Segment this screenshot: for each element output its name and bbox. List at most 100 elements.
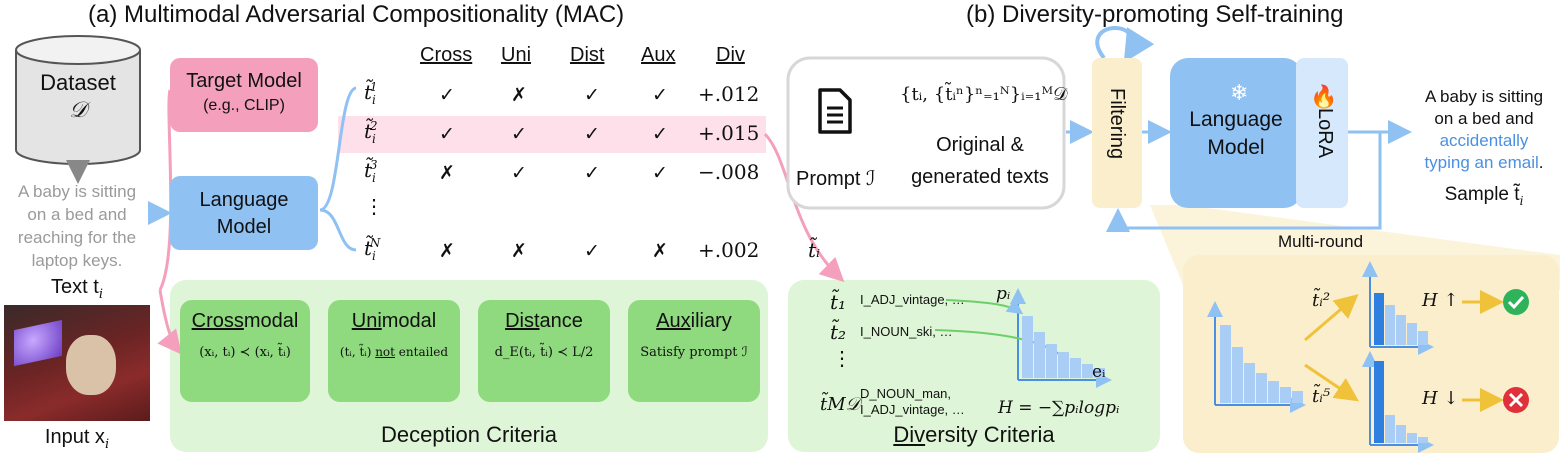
deception-criteria-title: Deception Criteria <box>380 422 558 447</box>
diversity-title-rest: ersity Criteria <box>925 422 1055 447</box>
check-mark: ✓ <box>584 124 600 145</box>
col-header-uni: Uni <box>501 44 532 66</box>
detail-upper-label: t̃ᵢ² <box>1312 290 1331 311</box>
histogram-bar <box>1374 361 1384 443</box>
language-model-left-line: Language <box>199 189 289 211</box>
histogram-bar <box>1418 331 1428 345</box>
criterion-formula: Satisfy prompt ℐ <box>640 345 748 360</box>
caption-line2: generated texts <box>911 166 1049 188</box>
div-row-text: I_NOUN_ski, … <box>860 324 953 339</box>
check-mark: ✓ <box>652 163 668 184</box>
language-model-left-box: Language Model <box>170 176 318 250</box>
entropy-formula: H = −∑pᵢlogpᵢ <box>998 398 1120 418</box>
row-highlight <box>338 116 766 153</box>
cross-circle-icon <box>1503 387 1529 413</box>
table-ellipsis: ⋮ <box>364 194 384 218</box>
row-label-sup: 2 <box>369 119 378 134</box>
down-arrow <box>1304 363 1359 402</box>
h-up-label: H ↑ <box>1422 290 1459 311</box>
image-label-main: Input x <box>44 426 105 448</box>
histogram-bar <box>1385 415 1395 443</box>
image-label: Input xi <box>2 426 152 452</box>
criterion-title-rest: modal <box>243 310 299 332</box>
histogram-bar <box>1046 344 1057 378</box>
input-text: A baby is sitting on a bed and reaching … <box>2 180 152 272</box>
diversity-title-u: Div <box>893 422 926 447</box>
histogram-bar <box>1280 387 1291 403</box>
text-label-sub: i <box>98 287 103 302</box>
histogram-bar <box>1244 363 1255 403</box>
ti-label: t̃ᵢ <box>808 238 821 262</box>
histogram-bar <box>1070 358 1081 378</box>
histogram-bar <box>1268 381 1279 403</box>
flame-icon: 🔥 <box>1310 84 1337 109</box>
output-text: A baby is sitting on a bed and accidenta… <box>1406 86 1562 174</box>
criterion-title-rest: iliary <box>690 310 732 332</box>
div-row-text-line: D_NOUN_man, <box>860 386 952 401</box>
sample-label-main: Sample t̃ <box>1444 184 1520 205</box>
set-formula: {tᵢ, {t̃ᵢⁿ}ⁿ₌₁ᴺ}ᵢ₌₁ᴹ𝒟 <box>900 84 1068 105</box>
histogram-bar <box>1396 425 1406 443</box>
target-model-box: Target Model (e.g., CLIP) <box>170 58 318 132</box>
histogram-bar <box>1407 433 1417 443</box>
cross-mark: ✗ <box>652 241 668 262</box>
input-text-line: on a bed and <box>27 205 127 224</box>
formula-post: entailed <box>394 345 449 359</box>
histogram-bar <box>1220 325 1231 403</box>
histogram-bar <box>1418 437 1428 443</box>
language-model-left-line: Model <box>216 216 272 238</box>
title-left: (a) Multimodal Adversarial Compositional… <box>88 1 625 28</box>
brace-bottom <box>319 208 357 252</box>
criterion-unimodal: Unimodal (tᵢ, t̃ᵢ) not entailed <box>328 300 460 402</box>
histogram-bar <box>1232 347 1243 403</box>
histogram-bars <box>1022 293 1428 443</box>
row-label: t̃i3 <box>364 158 378 185</box>
check-mark: ✓ <box>511 124 527 145</box>
output-line: A baby is sitting <box>1424 87 1544 106</box>
caption-line1: Original & <box>936 134 1024 156</box>
output-period: . <box>1538 153 1544 172</box>
laptop-screen <box>14 319 62 367</box>
filter-self-loop <box>1095 25 1155 63</box>
row-label: t̃i2 <box>364 119 378 146</box>
diversity-criteria-title: Diversity Criteria <box>788 422 1160 448</box>
sample-label: Sample t̃i <box>1406 184 1562 208</box>
language-model-right-line: Language <box>1189 108 1283 131</box>
detail-upper-histogram <box>1362 261 1434 355</box>
diversity-panel <box>788 280 1160 452</box>
language-model-right-box <box>1170 58 1302 208</box>
histogram-bar <box>1058 352 1069 378</box>
div-row-label: t̃₂ <box>830 320 847 344</box>
div-row-label: t̃M𝒟 <box>820 394 861 415</box>
div-ellipsis: ⋮ <box>832 346 852 370</box>
criterion-title-u: Uni <box>351 310 382 332</box>
brace-top <box>319 86 357 212</box>
criterion-title: Crossmodal <box>192 310 299 333</box>
div-value: −.008 <box>698 160 760 184</box>
input-image <box>4 305 150 421</box>
check-mark: ✓ <box>584 163 600 184</box>
histogram-bar <box>1385 305 1395 345</box>
div-value: +.002 <box>698 238 760 262</box>
div-row-label: t̃₁ <box>830 290 847 314</box>
criterion-formula: (xᵢ, tᵢ) ≺ (xᵢ, t̃ᵢ) <box>199 345 291 360</box>
h-down-label: H ↓ <box>1422 388 1459 409</box>
criterion-title-u: Dist <box>505 310 540 332</box>
row-label: t̃iN <box>364 236 381 263</box>
cross-mark: ✗ <box>439 241 455 262</box>
lora-label: LoRA <box>1314 108 1336 159</box>
col-header-aux: Aux <box>641 44 676 66</box>
check-circle-icon <box>1503 289 1529 315</box>
title-right: (b) Diversity-promoting Self-training <box>966 1 1344 28</box>
histogram-bar <box>1082 364 1093 378</box>
input-text-line: reaching for the <box>17 228 137 247</box>
input-text-line: A baby is sitting <box>17 182 137 201</box>
criterion-title: Distance <box>505 310 583 333</box>
row-label-sup: 3 <box>369 158 378 173</box>
language-model-right-label: Language Model <box>1170 106 1302 162</box>
language-model-right-line: Model <box>1207 136 1265 159</box>
histogram-bar <box>1292 391 1303 403</box>
formula-pre: (tᵢ, t̃ᵢ) <box>339 345 376 359</box>
detail-lower-label: t̃ᵢ⁵ <box>1312 386 1331 407</box>
